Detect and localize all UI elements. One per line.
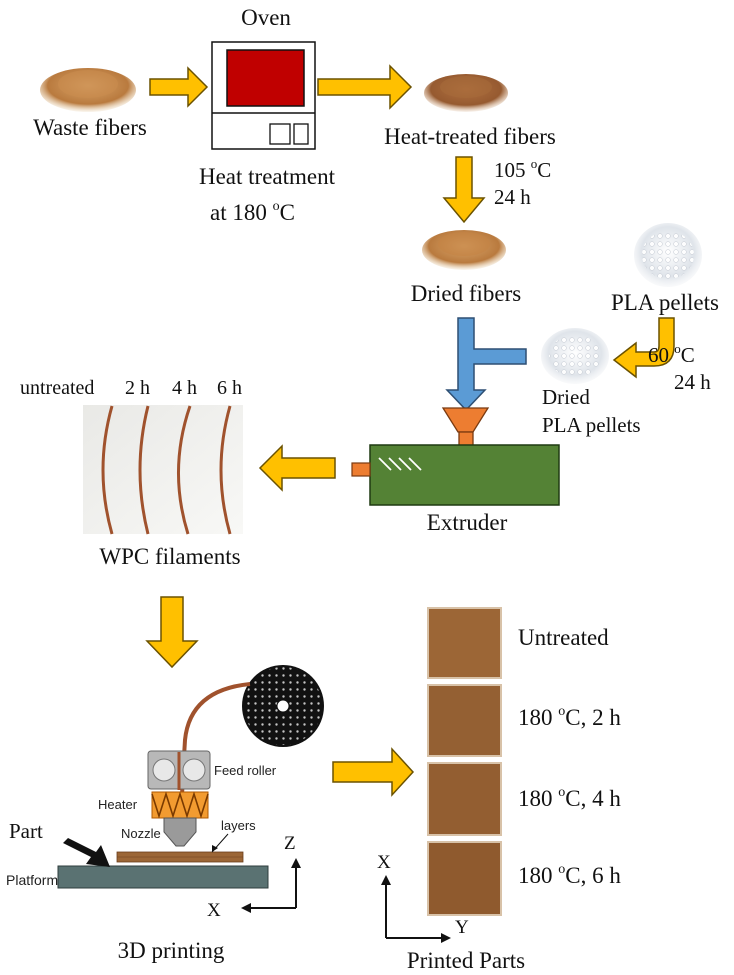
filament-spool-icon xyxy=(242,665,324,747)
flow-arrow-to-dried-fibers xyxy=(442,156,486,224)
nozzle-tip xyxy=(163,817,197,847)
printed-parts-label: Printed Parts xyxy=(407,948,525,973)
dried-pla-label-line1: Dried xyxy=(542,385,590,409)
parts-axis-x-label: X xyxy=(377,852,391,873)
extruder-label: Extruder xyxy=(427,510,508,535)
extruder-machine xyxy=(351,407,560,506)
printed-part-4h xyxy=(427,762,502,836)
printed-part-untreated xyxy=(427,607,502,679)
part-pointer-arrow xyxy=(63,838,110,867)
filament-label-4h: 4 h xyxy=(172,377,197,399)
flow-arrow-to-heat-treated xyxy=(317,64,413,110)
wpc-filaments-label: WPC filaments xyxy=(99,544,240,569)
parts-axis-y-label: Y xyxy=(455,917,469,938)
parts-axes xyxy=(381,875,451,943)
dried-fibers-image xyxy=(422,230,506,270)
flow-arrow-pla-drying xyxy=(612,317,675,379)
wpc-filaments-photo xyxy=(83,405,243,535)
fiber-drying-temp: 105 oC xyxy=(494,156,551,182)
printer-schematic xyxy=(57,665,324,913)
heat-treated-fibers-image xyxy=(424,74,508,112)
heat-treatment-label: Heat treatment xyxy=(199,164,336,189)
filament-label-6h: 6 h xyxy=(217,377,242,399)
filament-labels: untreated 2 h 4 h 6 h xyxy=(20,377,242,399)
printed-parts-stack xyxy=(427,607,502,916)
filament-label-untreated: untreated xyxy=(20,377,94,399)
oven-icon xyxy=(211,41,316,150)
layers-label: layers xyxy=(221,818,256,833)
3d-printing-label: 3D printing xyxy=(118,938,225,963)
pla-pellets-label: PLA pellets xyxy=(611,290,719,315)
waste-fibers-image xyxy=(40,68,136,112)
dried-fibers-label: Dried fibers xyxy=(411,281,522,306)
part-label: Part xyxy=(9,819,43,843)
axis-z-label: Z xyxy=(284,833,296,854)
extruder-hopper xyxy=(441,407,490,433)
platform-label: Platform xyxy=(6,872,58,888)
flow-arrow-to-printer xyxy=(145,596,199,669)
oven-label: Oven xyxy=(241,5,291,30)
heater-coil xyxy=(151,791,209,819)
heat-treatment-temp-label: at 180 oC xyxy=(210,199,295,225)
part-label-untreated: Untreated xyxy=(518,625,609,650)
heat-treated-fibers-label: Heat-treated fibers xyxy=(384,124,556,149)
flow-arrow-to-printed-parts xyxy=(332,747,415,797)
part-label-2h: 180 oC, 2 h xyxy=(518,704,621,730)
part-label-4h: 180 oC, 4 h xyxy=(518,785,621,811)
nozzle-label: Nozzle xyxy=(121,826,161,841)
printed-part-2h xyxy=(427,684,502,757)
flow-arrow-to-oven xyxy=(149,66,209,108)
pla-pellets-image xyxy=(634,223,702,287)
pla-drying-temp: 60 oC xyxy=(648,341,695,367)
feed-arrow-to-extruder xyxy=(445,317,527,412)
printed-part-6h xyxy=(427,841,502,916)
feed-roller-label: Feed roller xyxy=(214,763,277,778)
pla-drying-time: 24 h xyxy=(674,370,711,394)
waste-fibers-label: Waste fibers xyxy=(33,115,147,140)
fiber-drying-time: 24 h xyxy=(494,185,531,209)
dried-pla-pellets-image xyxy=(541,328,609,384)
part-label-6h: 180 oC, 6 h xyxy=(518,862,621,888)
heater-label: Heater xyxy=(98,797,138,812)
flow-arrow-to-filaments xyxy=(258,444,336,492)
build-platform xyxy=(57,865,269,889)
axis-x-label: X xyxy=(207,900,221,921)
filament-label-2h: 2 h xyxy=(125,377,150,399)
dried-pla-label-line2: PLA pellets xyxy=(542,413,641,437)
